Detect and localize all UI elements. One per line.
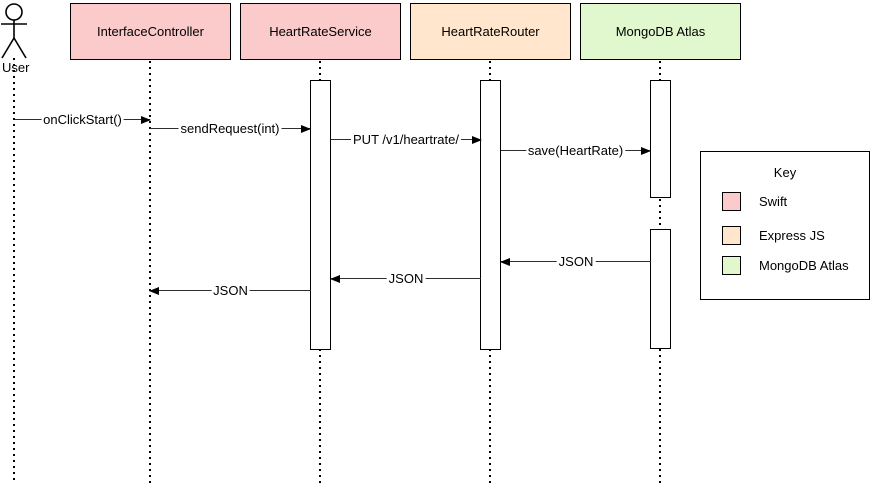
legend-key-box: Key Swift Express JS MongoDB Atlas: [700, 151, 870, 300]
activation-heartraterouter: [480, 80, 501, 350]
participant-heartrateservice: HeartRateService: [240, 3, 401, 60]
legend-label: Express JS: [759, 228, 825, 243]
actor-label: User: [2, 60, 30, 75]
message-label: JSON: [556, 254, 596, 269]
participant-interfacecontroller: InterfaceController: [70, 3, 231, 60]
message-sendrequest: sendRequest(int): [150, 121, 310, 137]
user-actor-icon: [1, 3, 27, 59]
message-put-heartrate: PUT /v1/heartrate/: [331, 132, 481, 148]
participant-heartraterouter: HeartRateRouter: [410, 3, 571, 60]
legend-row-expressjs: Express JS: [722, 226, 825, 245]
message-label: PUT /v1/heartrate/: [351, 132, 461, 147]
message-label: JSON: [386, 271, 426, 286]
message-label: JSON: [211, 283, 250, 298]
legend-row-mongodbatlas: MongoDB Atlas: [722, 256, 849, 275]
lifeline-interfacecontroller: [149, 61, 151, 483]
activation-heartrateservice: [310, 80, 331, 350]
activation-mongodbatlas-1: [650, 80, 671, 198]
message-label: save(HeartRate): [525, 143, 626, 158]
participant-label: MongoDB Atlas: [615, 24, 706, 39]
expressjs-color-swatch: [722, 226, 741, 245]
legend-title: Key: [773, 165, 797, 180]
message-label: onClickStart(): [41, 112, 124, 127]
participant-label: HeartRateRouter: [441, 24, 540, 39]
message-onclickstart: onClickStart(): [15, 112, 150, 128]
message-save-heartrate: save(HeartRate): [501, 143, 650, 159]
activation-mongodbatlas-2: [650, 229, 671, 349]
message-json-router-to-service: JSON: [331, 271, 481, 287]
participant-label: HeartRateService: [269, 24, 372, 39]
message-json-service-to-controller: JSON: [150, 283, 311, 299]
legend-label: Swift: [759, 194, 788, 209]
participant-mongodbatlas: MongoDB Atlas: [580, 3, 741, 60]
message-json-mongo-to-router: JSON: [501, 254, 651, 270]
mongodbatlas-color-swatch: [722, 256, 741, 275]
legend-row-swift: Swift: [722, 192, 787, 211]
participant-label: InterfaceController: [97, 24, 204, 39]
message-label: sendRequest(int): [178, 121, 282, 136]
lifeline-user: [13, 58, 15, 483]
legend-label: MongoDB Atlas: [759, 258, 849, 273]
swift-color-swatch: [722, 192, 741, 211]
